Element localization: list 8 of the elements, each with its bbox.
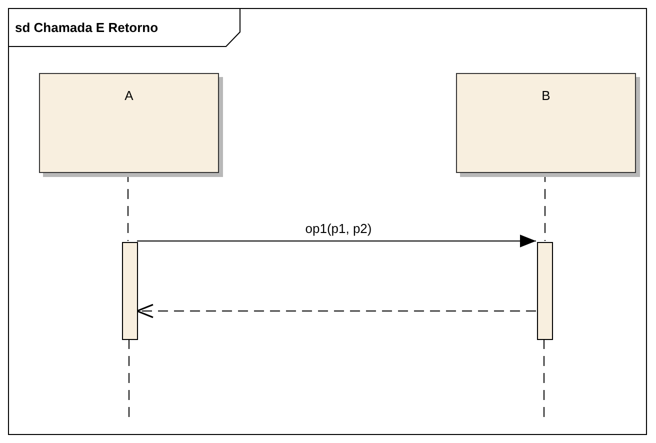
message-arrow xyxy=(136,234,536,248)
activation-bar xyxy=(537,242,553,340)
sequence-frame xyxy=(8,8,647,435)
participant-name: A xyxy=(124,88,134,103)
frame-title: sd Chamada E Retorno xyxy=(15,20,158,35)
activation-bar xyxy=(122,242,138,340)
participant-name: B xyxy=(540,88,552,103)
return-message-arrow xyxy=(136,304,536,318)
